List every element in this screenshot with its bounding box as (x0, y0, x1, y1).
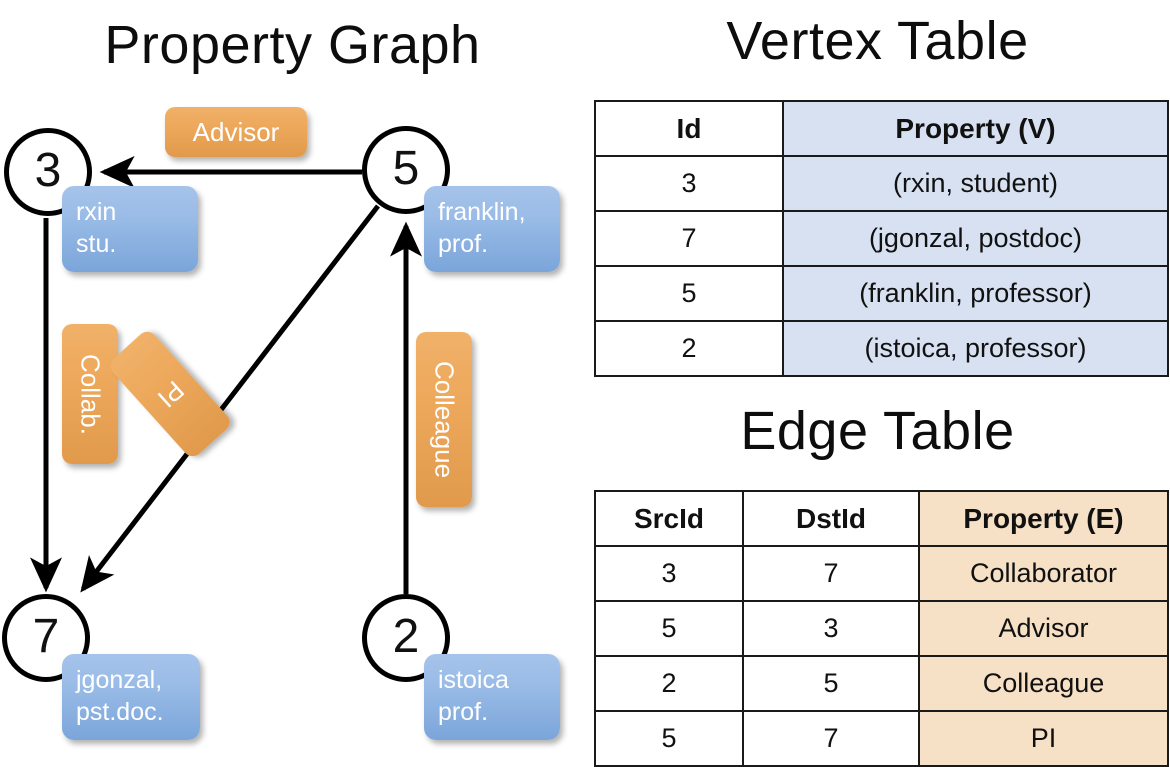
vertex-property-5-line1: franklin, (438, 198, 526, 226)
vertex-property-5-line2: prof. (438, 230, 489, 258)
vertex-row-1-property: (jgonzal, postdoc) (782, 210, 1169, 267)
edge-row-2-srcid: 2 (594, 655, 744, 712)
vertex-property-3-line1: rxin (76, 198, 117, 226)
table-row: 5 (franklin, professor) (594, 265, 1169, 322)
vertex-row-3-id: 2 (594, 320, 784, 377)
section-title-edge-table: Edge Table (740, 401, 1015, 461)
vertex-property-box-2: istoica prof. (424, 654, 560, 740)
table-row: 3 (rxin, student) (594, 155, 1169, 212)
edge-table-header-srcid: SrcId (594, 490, 744, 547)
edge-label-advisor: Advisor (165, 107, 307, 157)
section-title-vertex-table: Vertex Table (726, 11, 1029, 71)
edge-label-colleague-text: Colleague (429, 360, 460, 479)
edge-row-2-property: Colleague (918, 655, 1169, 712)
vertex-table: Id Property (V) 3 (rxin, student) 7 (jgo… (594, 100, 1169, 377)
vertex-property-box-7: jgonzal, pst.doc. (62, 654, 200, 740)
graph-node-5[interactable] (362, 126, 450, 214)
edge-label-colleague: Colleague (416, 332, 472, 507)
vertex-property-3-line2: stu. (76, 230, 117, 258)
vertex-row-0-property: (rxin, student) (782, 155, 1169, 212)
vertex-row-1-id: 7 (594, 210, 784, 267)
edge-row-1-dstid: 3 (742, 600, 920, 657)
vertex-row-0-id: 3 (594, 155, 784, 212)
edge-table-header-row: SrcId DstId Property (E) (594, 490, 1169, 547)
edge-row-0-property: Collaborator (918, 545, 1169, 602)
edge-row-1-srcid: 5 (594, 600, 744, 657)
vertex-table-header-property: Property (V) (782, 100, 1169, 157)
edge-row-2-dstid: 5 (742, 655, 920, 712)
edge-row-0-dstid: 7 (742, 545, 920, 602)
graph-edges-svg (29, 155, 423, 594)
edge-label-pi-text: PI (151, 374, 190, 414)
edge-label-collab-text: Collab. (75, 353, 106, 435)
edge-5-to-7 (80, 204, 380, 593)
edge-row-3-property: PI (918, 710, 1169, 767)
vertex-property-box-3: rxin stu. (62, 186, 198, 272)
graph-node-2[interactable] (362, 594, 450, 682)
edge-table-header-property: Property (E) (918, 490, 1169, 547)
vertex-property-2-line2: prof. (438, 698, 489, 726)
vertex-row-2-property: (franklin, professor) (782, 265, 1169, 322)
edge-row-0-srcid: 3 (594, 545, 744, 602)
edge-table: SrcId DstId Property (E) 3 7 Collaborato… (594, 490, 1169, 767)
table-row: 3 7 Collaborator (594, 545, 1169, 602)
vertex-property-7-line1: jgonzal, (76, 666, 163, 694)
property-graph-diagram: 3 rxin stu. 5 franklin, prof. 7 jgonzal,… (0, 0, 585, 760)
edge-row-3-srcid: 5 (594, 710, 744, 767)
page-title-property-graph: Property Graph (104, 15, 481, 75)
table-row: 2 (istoica, professor) (594, 320, 1169, 377)
table-row: 2 5 Colleague (594, 655, 1169, 712)
edge-table-header-dstid: DstId (742, 490, 920, 547)
graph-node-3-label: 3 (34, 144, 62, 197)
table-row: 5 7 PI (594, 710, 1169, 767)
table-row: 7 (jgonzal, postdoc) (594, 210, 1169, 267)
edge-label-collab: Collab. (62, 324, 118, 464)
vertex-property-7-line2: pst.doc. (76, 698, 164, 726)
table-row: 5 3 Advisor (594, 600, 1169, 657)
graph-node-2-label: 2 (392, 610, 420, 663)
edge-row-1-property: Advisor (918, 600, 1169, 657)
edge-label-advisor-text: Advisor (192, 116, 280, 147)
edge-row-3-dstid: 7 (742, 710, 920, 767)
vertex-row-3-property: (istoica, professor) (782, 320, 1169, 377)
vertex-table-header-row: Id Property (V) (594, 100, 1169, 157)
vertex-property-2-line1: istoica (438, 666, 509, 694)
graph-node-7-label: 7 (32, 610, 60, 663)
graph-node-5-label: 5 (392, 142, 420, 195)
vertex-property-box-5: franklin, prof. (424, 186, 560, 272)
vertex-table-header-id: Id (594, 100, 784, 157)
vertex-row-2-id: 5 (594, 265, 784, 322)
